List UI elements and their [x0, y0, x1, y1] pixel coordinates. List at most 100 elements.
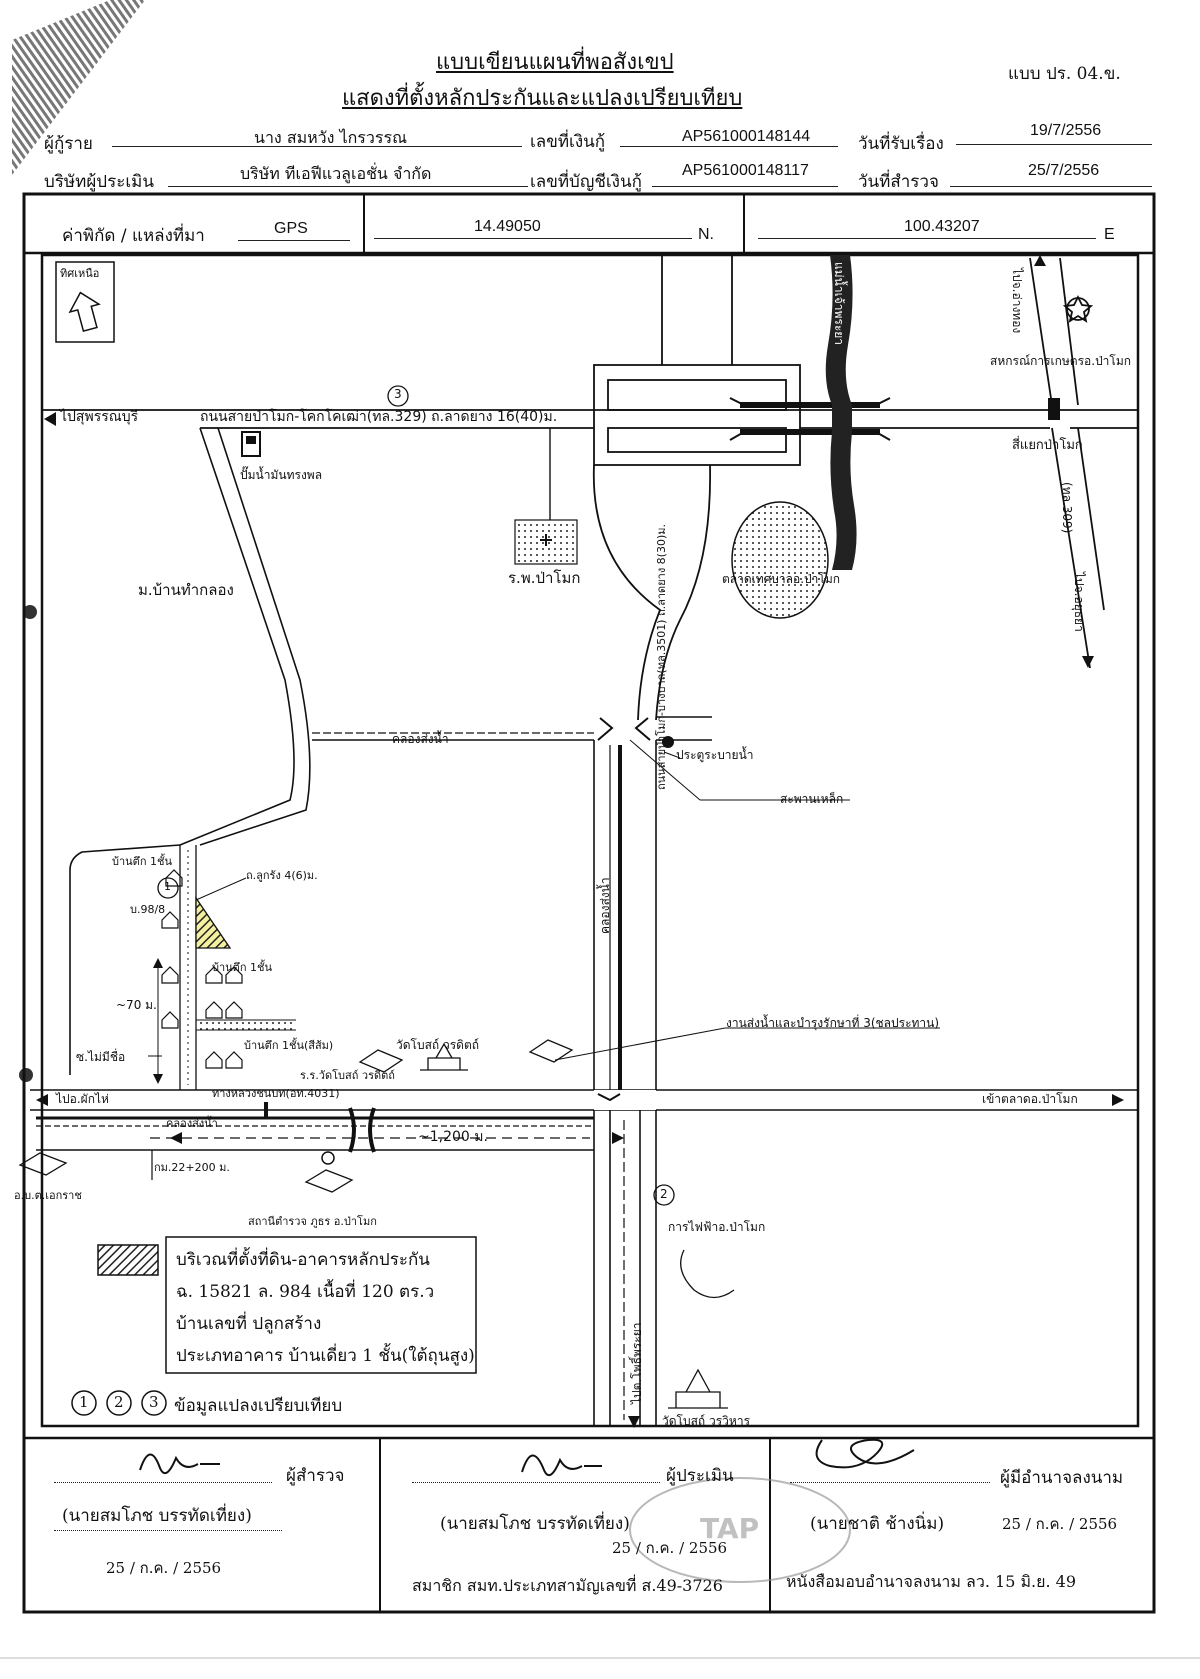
appraiser-signature [521, 1454, 602, 1477]
hospital-icon [514, 519, 578, 565]
loan-no-label: เลขที่เงินกู้ [530, 132, 606, 152]
legend-line3: บ้านเลขที่ ปลูกสร้าง [176, 1314, 322, 1334]
legend-box [165, 1236, 477, 1374]
member-no: สมาชิก สมท.ประเภทสามัญเลขที่ ส.49-3726 [412, 1576, 723, 1595]
form-code: แบบ ปร. 04.ข. [1008, 64, 1121, 84]
subject-plot [195, 895, 232, 949]
legend-n2: 2 [114, 1393, 124, 1411]
north-label: ทิศเหนือ [60, 267, 100, 280]
house-1b-label: บ้านตึก 1ชั้น [212, 961, 272, 974]
temple-wora-label: วัดโบสถ์ วรวิหาร [662, 1414, 751, 1428]
surveyor-signature [139, 1453, 220, 1475]
canal-top-label: คลองส่งน้ำ [392, 732, 449, 746]
to-angthong-label: ไปจ.อ่างทอง [1010, 268, 1024, 334]
to-phophaya-label: ไปต.โพธิ์พระยา [630, 1322, 644, 1404]
house-icons [161, 869, 243, 1069]
loan-no-value: AP561000148144 [682, 128, 811, 145]
legend-line4: ประเภทอาคาร บ้านเดี่ยว 1 ชั้น(ใต้ถุนสูง) [176, 1346, 475, 1366]
marker-1: 1 [164, 880, 171, 893]
coords-source: GPS [274, 220, 308, 237]
coords-lon: 100.43207 [904, 218, 980, 235]
river [825, 255, 857, 570]
police-label: สถานีตำรวจ ภูธร อ.ป่าโมก [248, 1215, 377, 1228]
hospital-label: ร.พ.ป่าโมก [508, 569, 581, 587]
pea-label: การไฟฟ้าอ.ป่าโมก [668, 1220, 766, 1234]
received-date-label: วันที่รับเรื่อง [858, 134, 944, 154]
surveyor-name: (นายสมโภช บรรทัดเที่ยง) [62, 1506, 252, 1526]
north-arrow-icon [68, 291, 101, 333]
authorized-role: ผู้มีอำนาจลงนาม [1000, 1468, 1124, 1488]
to-market-label: เข้าตลาดอ.ป่าโมก [982, 1092, 1078, 1106]
canal-road-label: ถนนสายป่าโมก-บางบาล(ทล.3501) ถ.ลาดยาง 8(… [655, 523, 668, 790]
irrigation-label: งานส่งน้ำและบำรุงรักษาที่ 3(ชลประทาน) [726, 1016, 940, 1030]
surveyor-role: ผู้สำรวจ [286, 1466, 345, 1486]
gas-station-label: ปั๊มน้ำมันทรงพล [240, 468, 323, 482]
legend-n1: 1 [79, 1393, 89, 1411]
legend-line1: บริเวณที่ตั้งที่ดิน-อาคารหลักประกัน [176, 1250, 430, 1270]
coords-label: ค่าพิกัด / แหล่งที่มา [62, 226, 205, 246]
canal-bottom-label: คลองส่งน้ำ [166, 1117, 218, 1130]
legend-line2: ฉ. 15821 ล. 984 เนื้อที่ 120 ตร.ว [176, 1282, 435, 1302]
title-line1: แบบเขียนแผนที่พอสังเขป [436, 50, 674, 75]
traffic-light-icon [1048, 398, 1060, 420]
legend-swatch [97, 1244, 159, 1276]
appraiser-company-value: บริษัท ทีเอฟีแวลูเอชั่น จำกัด [240, 164, 432, 183]
to-ayutthaya-label: ไปจ.อยุธยา [1072, 572, 1086, 632]
coords-lon-suffix: E [1104, 226, 1115, 243]
gravel-road-label: ถ.ลูกรัง 4(6)ม. [246, 869, 318, 882]
steel-bridge-label: สะพานเหล็ก [780, 792, 844, 806]
legend-n3: 3 [149, 1393, 159, 1411]
river-label: แม่น้ำเจ้าพระยา [832, 262, 846, 346]
marker-3: 3 [394, 387, 402, 401]
ekkarat-label: อ.บ.ต.เอกราช [14, 1189, 82, 1202]
survey-date-label: วันที่สำรวจ [858, 172, 939, 192]
intersection-label: สี่แยกป่าโมก [1012, 438, 1083, 453]
school-label: ร.ร.วัดโบสถ์ วรดิตถ์ [300, 1069, 395, 1082]
building-icons [18, 1039, 735, 1409]
svg-text:TAP: TAP [700, 1512, 759, 1545]
coords-lat-suffix: N. [698, 226, 714, 243]
coop-label: สหกรณ์การเกษตรอ.ป่าโมก [990, 354, 1132, 368]
authorized-date: 25 / ก.ค. / 2556 [1002, 1515, 1118, 1533]
soi-label: ซ.ไม่มีชื่อ [76, 1050, 126, 1064]
dist-70-label: ~70 ม. [116, 998, 157, 1012]
appraiser-company-label: บริษัทผู้ประเมิน [44, 172, 154, 192]
surveyor-date: 25 / ก.ค. / 2556 [106, 1559, 222, 1577]
company-stamp [629, 1477, 851, 1583]
marker-2: 2 [660, 1187, 668, 1201]
gas-station-icon [241, 431, 261, 457]
house-1c-label: บ้านตึก 1ชั้น(สีส้ม) [244, 1039, 334, 1052]
received-date-value: 19/7/2556 [1030, 122, 1102, 139]
dist-1200-label: ~1,200 ม. [418, 1129, 488, 1145]
canal-vertical-label: คลองส่งน้ำ [598, 877, 612, 934]
north-box [55, 261, 115, 343]
to-phakhai-label: ไปอ.ผักไห่ [56, 1092, 109, 1106]
house-1-label: บ้านตึก 1ชั้น [112, 855, 172, 868]
appraiser-date: 25 / ก.ค. / 2556 [612, 1539, 728, 1557]
house-no-label: บ.98/8 [130, 903, 166, 916]
borrower-label: ผู้กู้ราย [44, 134, 93, 154]
appraiser-role: ผู้ประเมิน [666, 1466, 734, 1486]
coords-lat: 14.49050 [474, 218, 541, 235]
market-label: ตลาดเทศบาลอ.ป่าโมก [722, 572, 841, 586]
rural-road-label: ทางหลวงชนบท(อท.4031) [212, 1087, 340, 1100]
market-area [731, 501, 829, 619]
survey-date-value: 25/7/2556 [1028, 162, 1100, 179]
km-label: กม.22+200 ม. [154, 1161, 230, 1174]
to-suphan-label: ไปสุพรรณบุรี [60, 409, 139, 425]
title-line2: แสดงที่ตั้งหลักประกันและแปลงเปรียบเทียบ [342, 86, 743, 111]
authority-doc: หนังสือมอบอำนาจลงนาม ลว. 15 มิ.ย. 49 [786, 1572, 1076, 1591]
authorized-signature [815, 1438, 915, 1469]
loan-account-label: เลขที่บัญชีเงินกู้ [530, 172, 642, 192]
appraiser-name: (นายสมโภช บรรทัดเที่ยง) [440, 1514, 630, 1534]
sluice-label: ประตูระบายน้ำ [676, 748, 754, 762]
village-label: ม.บ้านทำกลอง [138, 581, 234, 599]
main-road-label: ถนนสายป่าโมก-โคกโคเฒ่า(ทล.329) ถ.ลาดยาง … [200, 409, 558, 425]
authorized-name: (นายชาติ ช้างนิ่ม) [810, 1514, 945, 1534]
borrower-value: นาง สมหวัง ไกรวรรณ [254, 128, 407, 147]
temple-vo-label: วัดโบสถ์ วรดิตถ์ [396, 1038, 480, 1052]
legend-compare-label: ข้อมูลแปลงเปรียบเทียบ [174, 1396, 343, 1416]
